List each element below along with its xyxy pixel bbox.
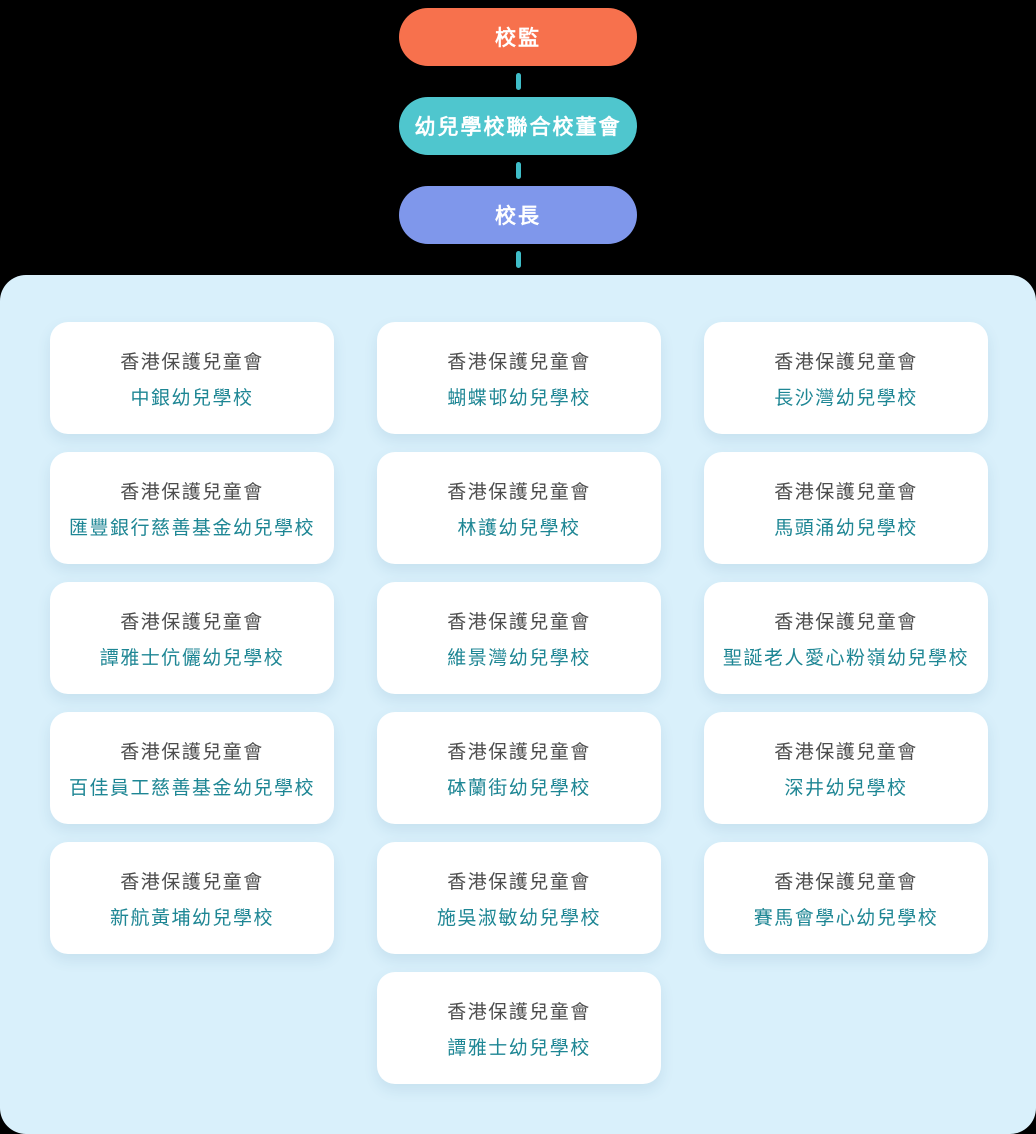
school-name: 中銀幼兒學校 (130, 387, 254, 409)
school-name: 百佳員工慈善基金幼兒學校 (68, 777, 315, 799)
school-card: 香港保護兒童會 深井幼兒學校 (704, 712, 988, 824)
organization-name: 香港保護兒童會 (774, 351, 918, 373)
school-card: 香港保護兒童會 中銀幼兒學校 (50, 322, 334, 434)
school-name: 維景灣幼兒學校 (447, 647, 591, 669)
school-name: 蝴蝶邨幼兒學校 (447, 387, 591, 409)
schools-panel: 香港保護兒童會 中銀幼兒學校 香港保護兒童會 蝴蝶邨幼兒學校 香港保護兒童會 長… (0, 275, 1036, 1134)
school-card: 香港保護兒童會 聖誕老人愛心粉嶺幼兒學校 (704, 582, 988, 694)
school-card: 香港保護兒童會 匯豐銀行慈善基金幼兒學校 (50, 452, 334, 564)
organization-name: 香港保護兒童會 (447, 741, 591, 763)
school-card: 香港保護兒童會 維景灣幼兒學校 (377, 582, 661, 694)
school-card: 香港保護兒童會 長沙灣幼兒學校 (704, 322, 988, 434)
organization-name: 香港保護兒童會 (120, 351, 264, 373)
principal-node: 校長 (399, 186, 637, 244)
school-card: 香港保護兒童會 砵蘭街幼兒學校 (377, 712, 661, 824)
school-card: 香港保護兒童會 譚雅士伉儷幼兒學校 (50, 582, 334, 694)
school-card: 香港保護兒童會 譚雅士幼兒學校 (377, 972, 661, 1084)
organization-name: 香港保護兒童會 (774, 741, 918, 763)
school-name: 聖誕老人愛心粉嶺幼兒學校 (722, 647, 969, 669)
connector-line (515, 251, 521, 268)
school-card: 香港保護兒童會 賽馬會學心幼兒學校 (704, 842, 988, 954)
school-name: 林護幼兒學校 (457, 517, 581, 539)
organization-name: 香港保護兒童會 (447, 1001, 591, 1023)
organization-name: 香港保護兒童會 (447, 611, 591, 633)
organization-name: 香港保護兒童會 (447, 351, 591, 373)
board-node: 幼兒學校聯合校董會 (399, 97, 637, 155)
school-name: 長沙灣幼兒學校 (774, 387, 918, 409)
school-name: 馬頭涌幼兒學校 (774, 517, 918, 539)
school-name: 新航黃埔幼兒學校 (109, 907, 274, 929)
connector-line (515, 73, 521, 90)
organization-name: 香港保護兒童會 (447, 871, 591, 893)
school-name: 匯豐銀行慈善基金幼兒學校 (68, 517, 315, 539)
school-card: 香港保護兒童會 林護幼兒學校 (377, 452, 661, 564)
school-card: 香港保護兒童會 施吳淑敏幼兒學校 (377, 842, 661, 954)
school-card: 香港保護兒童會 蝴蝶邨幼兒學校 (377, 322, 661, 434)
school-card: 香港保護兒童會 百佳員工慈善基金幼兒學校 (50, 712, 334, 824)
school-card: 香港保護兒童會 馬頭涌幼兒學校 (704, 452, 988, 564)
school-name: 砵蘭街幼兒學校 (447, 777, 591, 799)
school-name: 譚雅士幼兒學校 (447, 1037, 591, 1059)
school-name: 譚雅士伉儷幼兒學校 (99, 647, 285, 669)
organization-name: 香港保護兒童會 (447, 481, 591, 503)
school-name: 深井幼兒學校 (784, 777, 908, 799)
organization-name: 香港保護兒童會 (120, 481, 264, 503)
school-name: 施吳淑敏幼兒學校 (436, 907, 601, 929)
organization-name: 香港保護兒童會 (774, 481, 918, 503)
organization-name: 香港保護兒童會 (774, 611, 918, 633)
school-name: 賽馬會學心幼兒學校 (753, 907, 939, 929)
schools-grid: 香港保護兒童會 中銀幼兒學校 香港保護兒童會 蝴蝶邨幼兒學校 香港保護兒童會 長… (50, 322, 988, 1084)
organization-name: 香港保護兒童會 (774, 871, 918, 893)
organization-name: 香港保護兒童會 (120, 741, 264, 763)
school-card: 香港保護兒童會 新航黃埔幼兒學校 (50, 842, 334, 954)
organization-name: 香港保護兒童會 (120, 871, 264, 893)
hierarchy-section: 校監 幼兒學校聯合校董會 校長 (399, 0, 637, 275)
supervisor-node: 校監 (399, 8, 637, 66)
connector-line (515, 162, 521, 179)
organization-name: 香港保護兒童會 (120, 611, 264, 633)
